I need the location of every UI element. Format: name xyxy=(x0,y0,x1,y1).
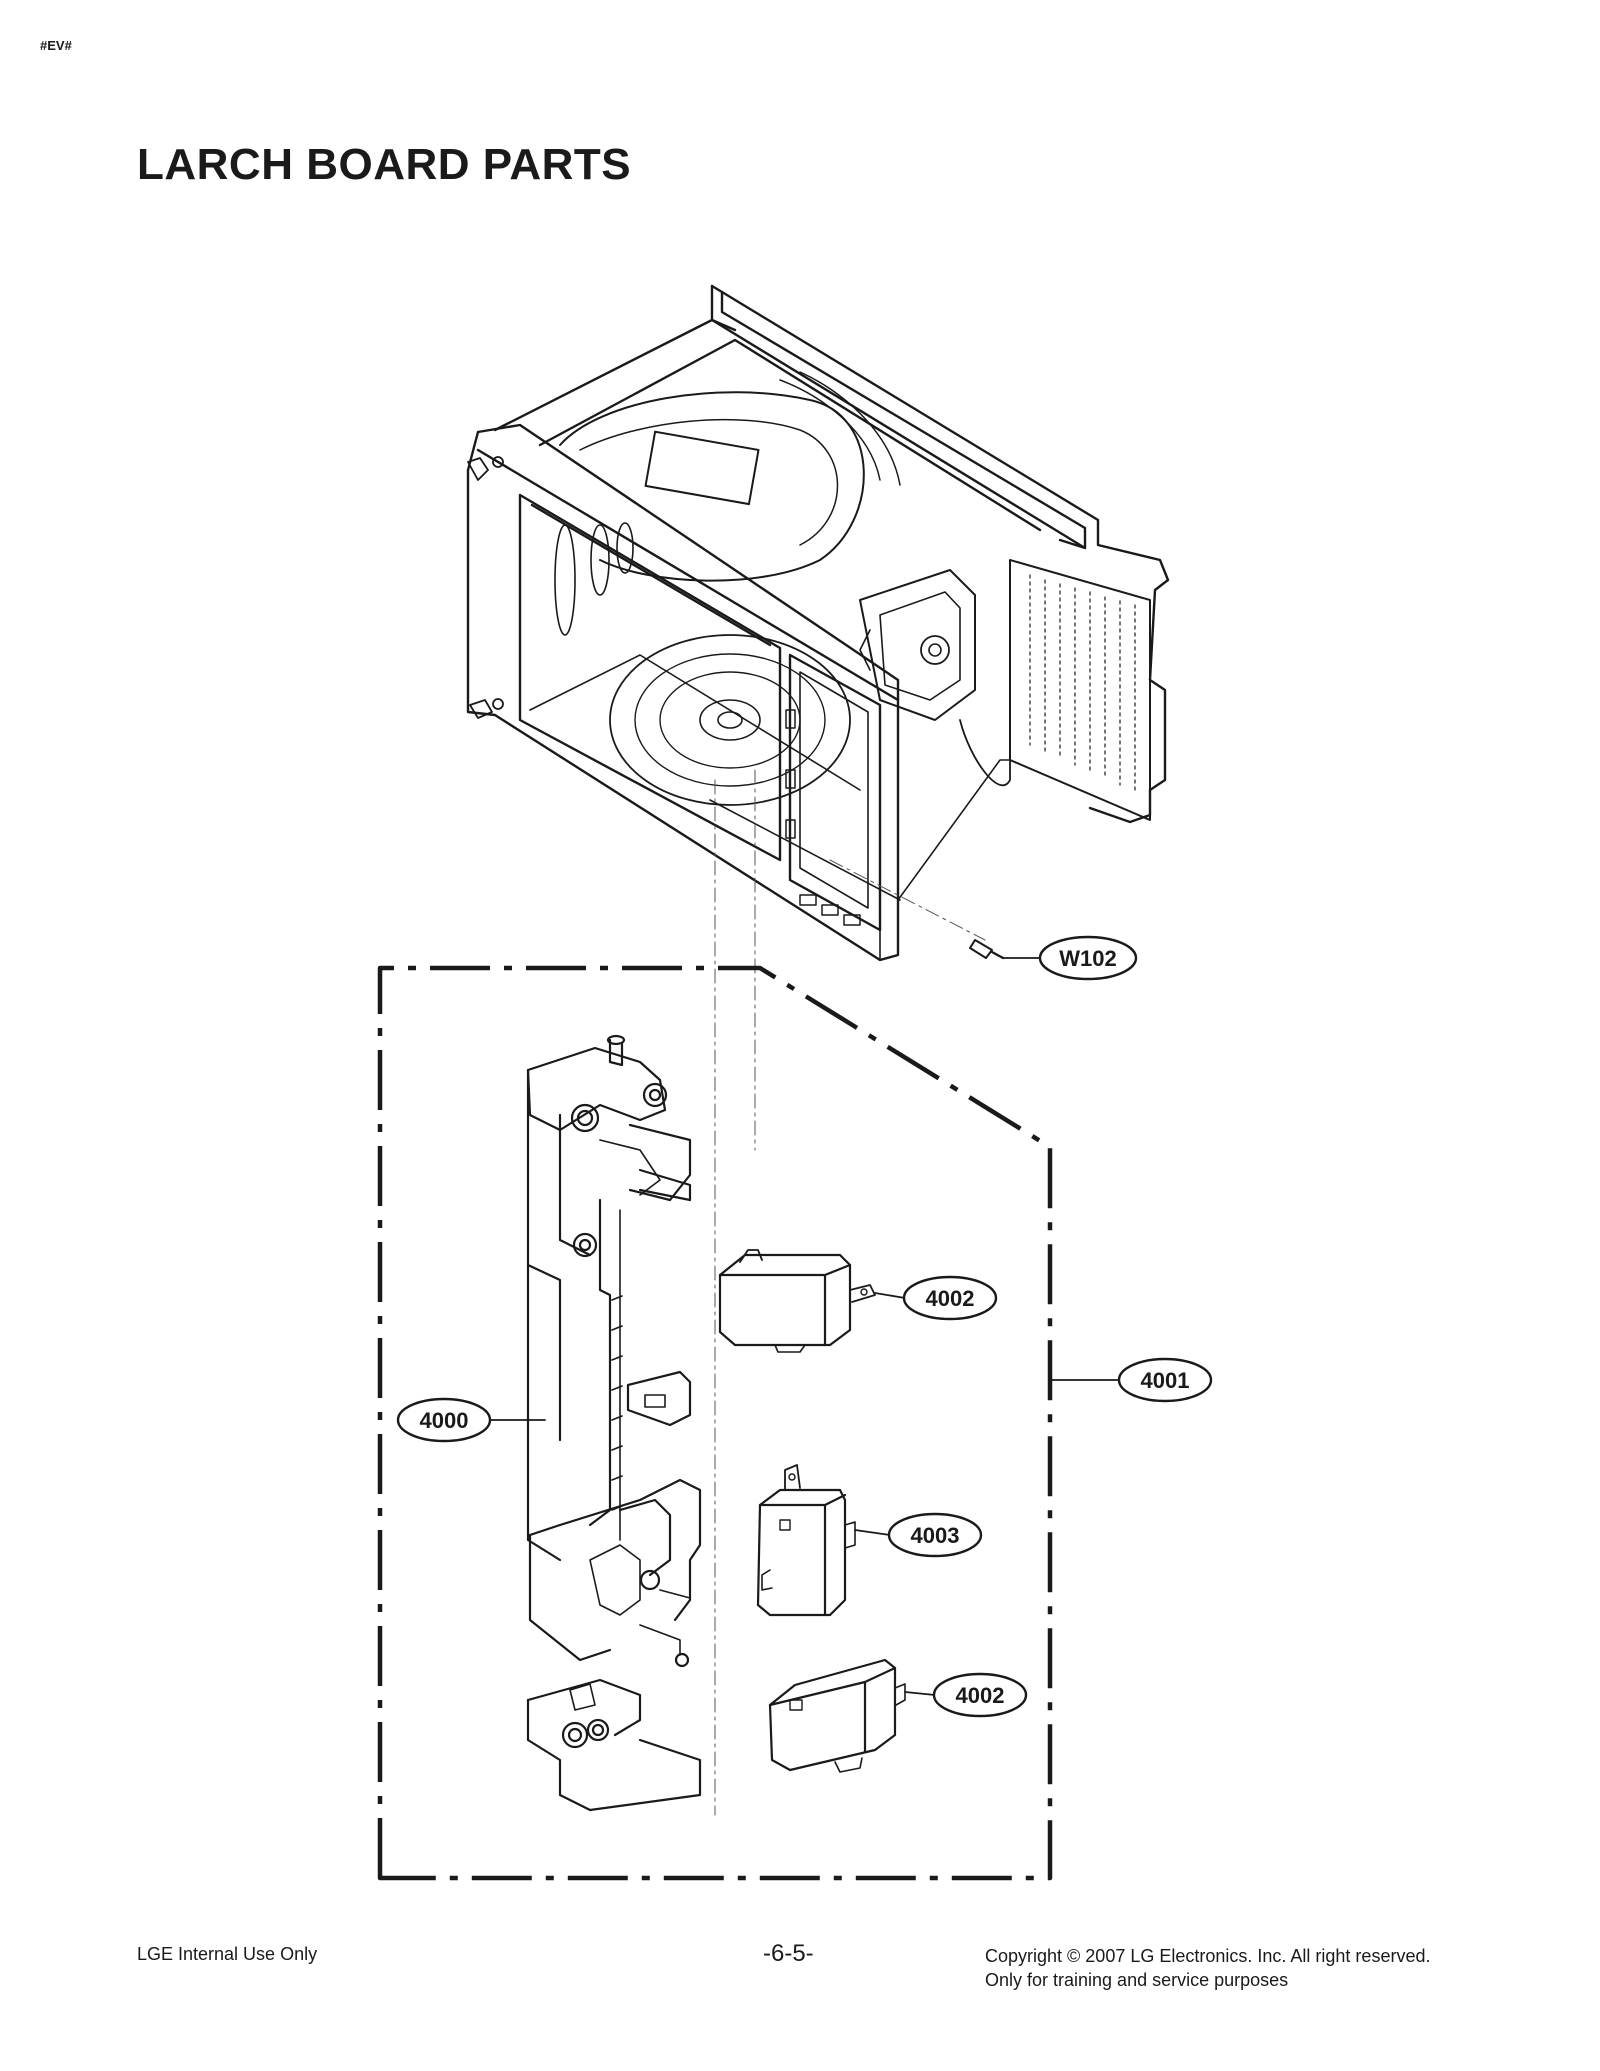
micro-switch-4002-top xyxy=(718,1249,906,1353)
cavity-assembly xyxy=(466,284,1170,962)
callout-w102-label: W102 xyxy=(1059,946,1116,971)
callout-4002-top: 4002 xyxy=(902,1275,998,1321)
micro-switch-4003 xyxy=(756,1464,891,1617)
callout-4000-label: 4000 xyxy=(420,1408,469,1433)
page-title: LARCH BOARD PARTS xyxy=(137,140,632,189)
footer-copyright: Copyright © 2007 LG Electronics. Inc. Al… xyxy=(985,1944,1430,1992)
callout-w102: W102 xyxy=(1038,935,1138,981)
page-number: -6-5- xyxy=(763,1940,814,1967)
callout-4001: 4001 xyxy=(1117,1357,1213,1403)
callout-4003: 4003 xyxy=(887,1512,983,1558)
latch-board-4000 xyxy=(526,1034,702,1812)
document-tag: #EV# xyxy=(40,38,72,53)
vent-grille xyxy=(1029,574,1136,793)
callout-4002-top-label: 4002 xyxy=(926,1286,975,1311)
copyright-line-2: Only for training and service purposes xyxy=(985,1970,1289,1990)
screw-w102 xyxy=(969,939,1041,960)
callout-4002-bottom-label: 4002 xyxy=(956,1683,1005,1708)
callout-4001-label: 4001 xyxy=(1141,1368,1190,1393)
alignment-lines xyxy=(714,769,986,1816)
callout-4003-label: 4003 xyxy=(911,1523,960,1548)
assembly-boundary xyxy=(377,965,1053,1881)
callout-4002-bottom: 4002 xyxy=(932,1672,1028,1718)
micro-switch-4002-bottom xyxy=(768,1658,936,1773)
footer-internal-use: LGE Internal Use Only xyxy=(137,1944,318,1964)
callout-4000: 4000 xyxy=(396,1397,492,1443)
copyright-line-1: Copyright © 2007 LG Electronics. Inc. Al… xyxy=(985,1946,1431,1966)
